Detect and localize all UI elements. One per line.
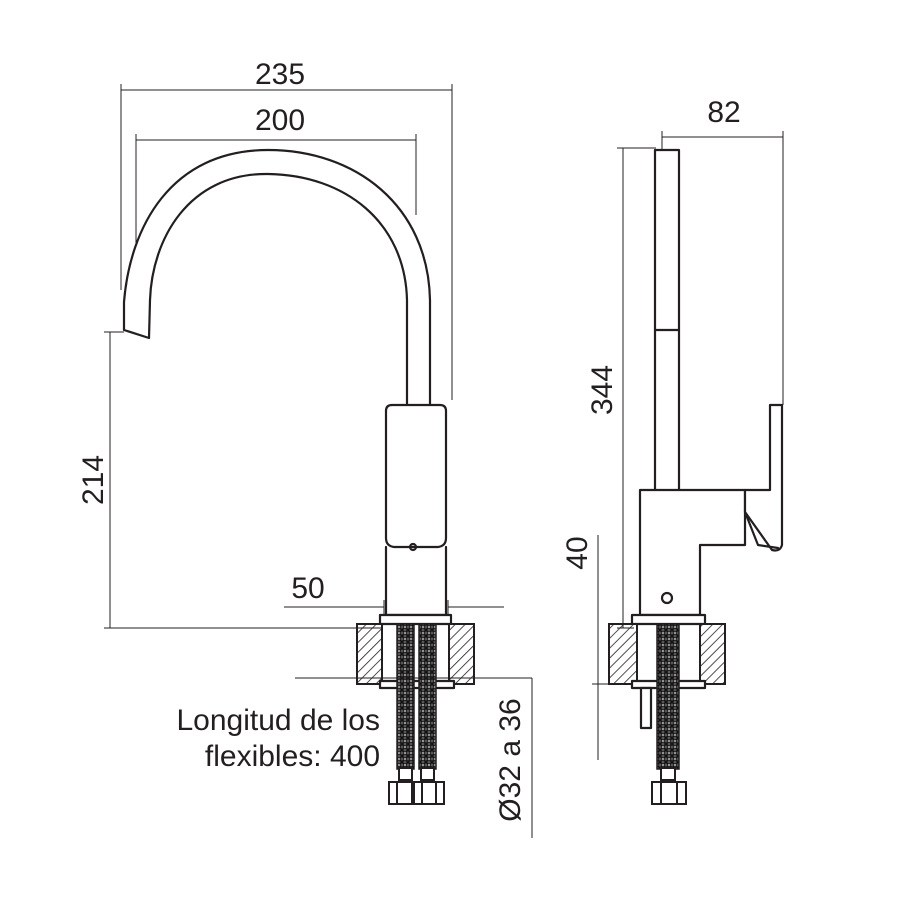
- side-nut: [651, 781, 687, 805]
- dim-50-label: 50: [291, 572, 324, 605]
- front-mounting-plate: [378, 679, 456, 690]
- side-spout-tube: [653, 148, 681, 492]
- dim-235-label: 235: [255, 58, 305, 91]
- front-ferrule-right: [420, 767, 435, 781]
- dim-200-label: 200: [255, 104, 305, 137]
- brand-logo: [660, 591, 674, 605]
- dim-hole-label: Ø32 a 36: [494, 698, 527, 821]
- hose-length-note-line2: flexibles: 400: [205, 740, 380, 773]
- front-hose-left: [396, 623, 415, 770]
- front-view: [122, 148, 475, 805]
- side-countertop-right: [699, 623, 726, 685]
- front-dimensions: 235 200 214 50 Ø32 a 36 Longitud de los …: [77, 58, 533, 838]
- side-threaded-rod: [639, 686, 653, 730]
- side-ferrule: [660, 767, 676, 781]
- side-dimensions: 82 344 40: [561, 96, 784, 760]
- dim-344-label: 344: [586, 365, 619, 415]
- front-handle-pivot: [408, 542, 418, 552]
- front-handle: [384, 403, 448, 549]
- side-lever: [743, 403, 784, 552]
- side-view: [608, 148, 784, 805]
- front-base-ring: [378, 613, 453, 626]
- front-ferrule-left: [398, 767, 413, 781]
- side-body: [638, 488, 747, 617]
- front-countertop-left: [356, 623, 383, 685]
- side-hose: [656, 623, 680, 770]
- dim-40-label: 40: [561, 536, 594, 569]
- front-nut-right: [413, 781, 445, 805]
- front-spout: [122, 148, 432, 407]
- front-countertop-right: [448, 623, 475, 685]
- hose-length-note-line1: Longitud de los: [177, 704, 381, 737]
- dim-82-label: 82: [707, 96, 740, 129]
- side-base-ring: [630, 613, 707, 626]
- front-nut-left: [388, 781, 421, 805]
- dim-214-label: 214: [77, 455, 110, 505]
- front-body: [384, 545, 448, 617]
- side-lever-tip: [743, 510, 780, 550]
- front-hose-right: [418, 623, 437, 770]
- side-countertop-left: [608, 623, 638, 685]
